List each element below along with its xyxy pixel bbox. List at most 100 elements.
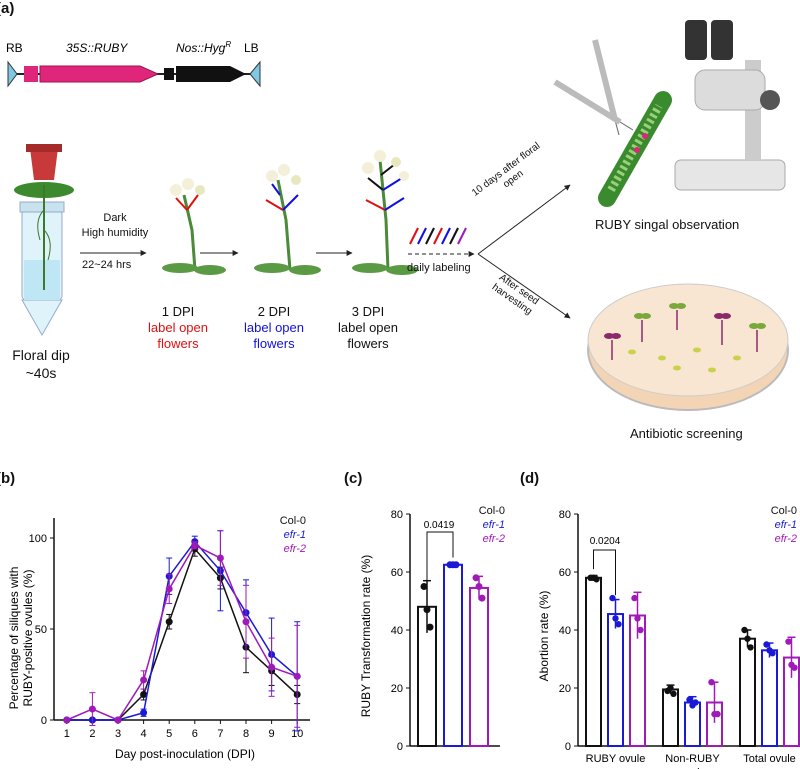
rb-label: RB: [6, 41, 23, 55]
c-bar-efr-1: [443, 563, 463, 747]
c-ytick-label: 80: [391, 509, 403, 521]
ruby-observation-text: RUBY singal observation: [595, 217, 740, 232]
bar-chart-c: RUBY Transformation rate (%) Col-0 efr-1…: [359, 505, 505, 753]
d-sig-bracket: [593, 549, 616, 596]
panel-d-label: (d): [520, 470, 540, 487]
b-xtick-label: 7: [217, 728, 223, 740]
b-ylabel-line2: RUBY-positive ovules (%): [21, 570, 35, 707]
d-point: [791, 664, 798, 671]
rb-border-shape: [7, 60, 18, 88]
dpi2-line2: flowers: [253, 336, 295, 351]
b-xtick-label: 9: [269, 728, 275, 740]
c-point: [478, 594, 486, 602]
floral-dip-illustration: [14, 144, 74, 337]
c-point: [452, 561, 460, 569]
syringe-2: [553, 79, 634, 131]
bar-chart-d: Abortion rate (%) Col-0 efr-1 efr-2 0.02…: [537, 505, 800, 769]
d-legend-col0: Col-0: [771, 505, 797, 517]
b-xtick-label: 8: [243, 728, 249, 740]
dpi1-title: 1 DPI: [161, 304, 195, 319]
b-point-efr-2: [114, 716, 122, 724]
b-point-efr-2: [88, 705, 96, 713]
d-point: [612, 615, 619, 622]
floral-dip-line2: ~40s: [25, 365, 57, 381]
time-text: 22~24 hrs: [82, 259, 132, 271]
d-point: [741, 626, 748, 634]
dpi2-line1: label open: [244, 320, 304, 335]
c-annotation: 0.0419: [424, 520, 455, 531]
c-legend-col0: Col-0: [479, 505, 505, 517]
b-ytick-label: 0: [41, 715, 47, 727]
d-bar-efr-1: [607, 613, 624, 747]
b-point-efr-2: [242, 618, 250, 626]
c-bar-efr-2: [469, 586, 489, 747]
b-ytick-label: 100: [29, 533, 47, 545]
floral-dip-label: Floral dip ~40s: [6, 346, 76, 382]
b-xtick-label: 1: [64, 728, 70, 740]
c-ytick-label: 0: [397, 741, 403, 753]
d-point: [670, 690, 677, 697]
dpi2-title: 2 DPI: [257, 304, 291, 319]
d-annotation: 0.0204: [590, 536, 621, 547]
b-ylabel-line1: Percentage of siliques with: [7, 567, 21, 710]
c-point: [426, 623, 434, 631]
d-point: [686, 696, 693, 703]
lb-label: LB: [244, 41, 259, 55]
c-legend-efr1: efr-1: [483, 519, 505, 531]
b-legend-efr2: efr-2: [284, 543, 306, 555]
arrows-a: [80, 184, 571, 319]
dpi1-text: 1 DPI label open flowers: [138, 304, 218, 352]
d-bar-Col-0: [662, 688, 679, 747]
d-point: [769, 650, 776, 657]
b-xtick-label: 3: [115, 728, 121, 740]
dpi3-line2: flowers: [347, 336, 389, 351]
b-series-line-efr-1: [66, 540, 298, 721]
c-ytick-label: 60: [391, 567, 403, 579]
b-xlabel: Day post-inoculation (DPI): [115, 747, 255, 761]
ruby-construct-label: 35S::RUBY: [66, 41, 128, 55]
c-point: [423, 606, 431, 614]
ruby-gene-shape: [39, 65, 160, 83]
floral-dip-line1: Floral dip: [12, 347, 70, 363]
d-ytick-label: 20: [559, 683, 571, 695]
microscope-body: [674, 20, 786, 191]
dpi1-line1: label open: [148, 320, 208, 335]
silique: [598, 91, 672, 207]
panel-a-label: (a): [0, 0, 15, 17]
plants-illustration: [162, 150, 418, 275]
b-series-line-Col-0: [66, 547, 298, 721]
d-legend-efr2: efr-2: [775, 533, 797, 545]
line-chart-b: Percentage of siliques with RUBY-positiv…: [7, 515, 310, 761]
dark-text: Dark: [103, 212, 127, 224]
arrow-to-microscope: [477, 184, 571, 255]
d-category-label: ovule: [679, 767, 705, 769]
d-point: [763, 641, 770, 648]
plant-3dpi: [352, 150, 418, 275]
d-point: [631, 594, 638, 602]
d-bar-Col-0: [585, 576, 602, 747]
construct-diagram: RB 35S::RUBY Nos::HygR LB: [6, 40, 261, 88]
b-point-efr-2: [165, 585, 173, 593]
b-point-efr-2: [216, 554, 224, 562]
c-legend-efr2: efr-2: [483, 533, 505, 545]
conditions-text: Dark High humidity: [80, 211, 150, 241]
dpi3-text: 3 DPI label open flowers: [328, 304, 408, 352]
c-point: [472, 574, 480, 582]
d-ytick-label: 0: [565, 741, 571, 753]
d-category-label: Total ovule: [743, 753, 796, 765]
d-legend-efr1: efr-1: [775, 519, 797, 531]
c-ytick-label: 40: [391, 625, 403, 637]
d-category-label: Non-RUBY: [665, 753, 720, 765]
d-point: [593, 576, 600, 583]
b-legend-efr1: efr-1: [284, 529, 306, 541]
b-series-line-efr-2: [66, 544, 298, 721]
dpi1-line2: flowers: [157, 336, 199, 351]
lb-border-shape: [249, 60, 261, 88]
b-point-Col-0: [165, 618, 173, 626]
c-sig-bracket: [426, 531, 454, 596]
c-point: [475, 583, 483, 590]
antibiotic-text: Antibiotic screening: [630, 426, 743, 441]
c-point: [420, 583, 428, 590]
humidity-text: High humidity: [81, 227, 149, 239]
nos-construct-label: Nos::HygR: [176, 40, 231, 55]
